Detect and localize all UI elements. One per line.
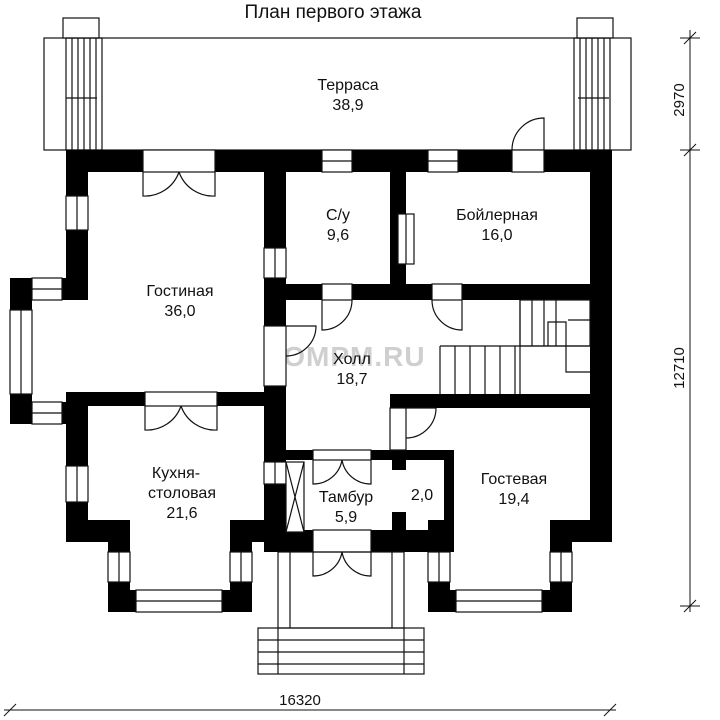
closet-area: 2,0 <box>411 487 433 504</box>
bath-area: 9,6 <box>327 227 349 244</box>
living-name: Гостиная <box>146 283 213 300</box>
windows <box>9 149 573 613</box>
house-width-dim: 16320 <box>279 692 321 709</box>
hall-area: 18,7 <box>336 371 367 388</box>
boiler-name: Бойлерная <box>456 207 538 224</box>
living-area: 36,0 <box>164 303 195 320</box>
vestibule-name: Тамбур <box>319 489 373 506</box>
guest-area: 19,4 <box>498 491 529 508</box>
porch <box>257 551 425 675</box>
terrace-area: 38,9 <box>332 97 363 114</box>
hall-stairs <box>439 299 591 394</box>
terrace-name: Терраса <box>317 77 378 94</box>
kitchen-name: Кухня- <box>152 465 200 482</box>
doors <box>142 117 545 577</box>
bath-name: С/у <box>326 207 350 224</box>
house-depth-dim: 12710 <box>671 347 688 389</box>
room-labels: Терраса 38,9 Гостиная 36,0 С/у 9,6 Бойле… <box>146 77 547 526</box>
hall-name: Холл <box>333 351 371 368</box>
kitchen-name-2: столовая <box>148 485 216 502</box>
plan-title: План первого этажа <box>245 2 422 23</box>
terrace-depth-dim: 2970 <box>671 83 688 116</box>
boiler-area: 16,0 <box>481 227 512 244</box>
guest-name: Гостевая <box>481 471 547 488</box>
watermark: DOMPM.RU <box>262 341 426 372</box>
vestibule-area: 5,9 <box>335 509 357 526</box>
kitchen-area: 21,6 <box>166 505 197 522</box>
dimension-lines <box>3 30 700 717</box>
terrace <box>43 17 632 151</box>
